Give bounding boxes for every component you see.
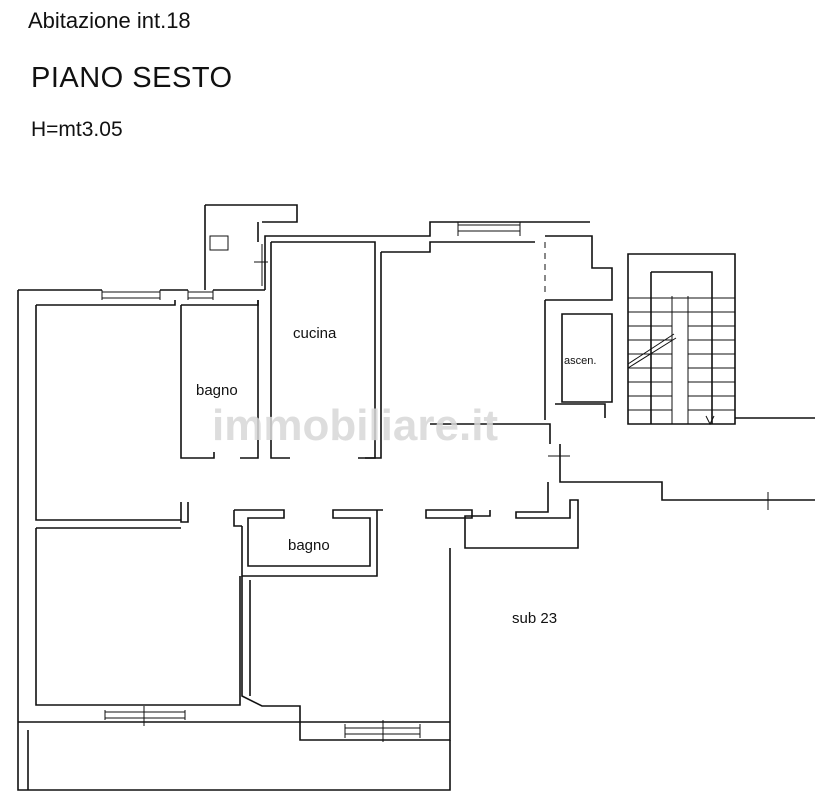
corridor — [425, 444, 815, 549]
unit-title: Abitazione int.18 — [28, 8, 191, 33]
stairwell — [627, 253, 815, 426]
room-living — [365, 241, 551, 459]
ceiling-height: H=mt3.05 — [31, 118, 123, 141]
room-bagno-center — [233, 509, 383, 577]
room-label-cucina: cucina — [293, 325, 337, 342]
floor-title: PIANO SESTO — [31, 62, 233, 94]
room-label-ascensore: ascen. — [564, 355, 596, 367]
room-bedroom-bottom-right — [241, 548, 451, 741]
outer-walls — [17, 204, 613, 791]
watermark-text: immobiliare.it — [212, 401, 498, 450]
windows — [101, 222, 521, 742]
room-bagno-top — [180, 300, 259, 459]
room-label-bagno-top: bagno — [196, 382, 238, 399]
room-bedroom-bottom-left — [35, 527, 241, 706]
elevator-shaft — [555, 313, 613, 418]
room-bedroom-top — [35, 300, 189, 523]
room-label-bagno-center: bagno — [288, 537, 330, 554]
room-label-sub: sub 23 — [512, 610, 557, 627]
